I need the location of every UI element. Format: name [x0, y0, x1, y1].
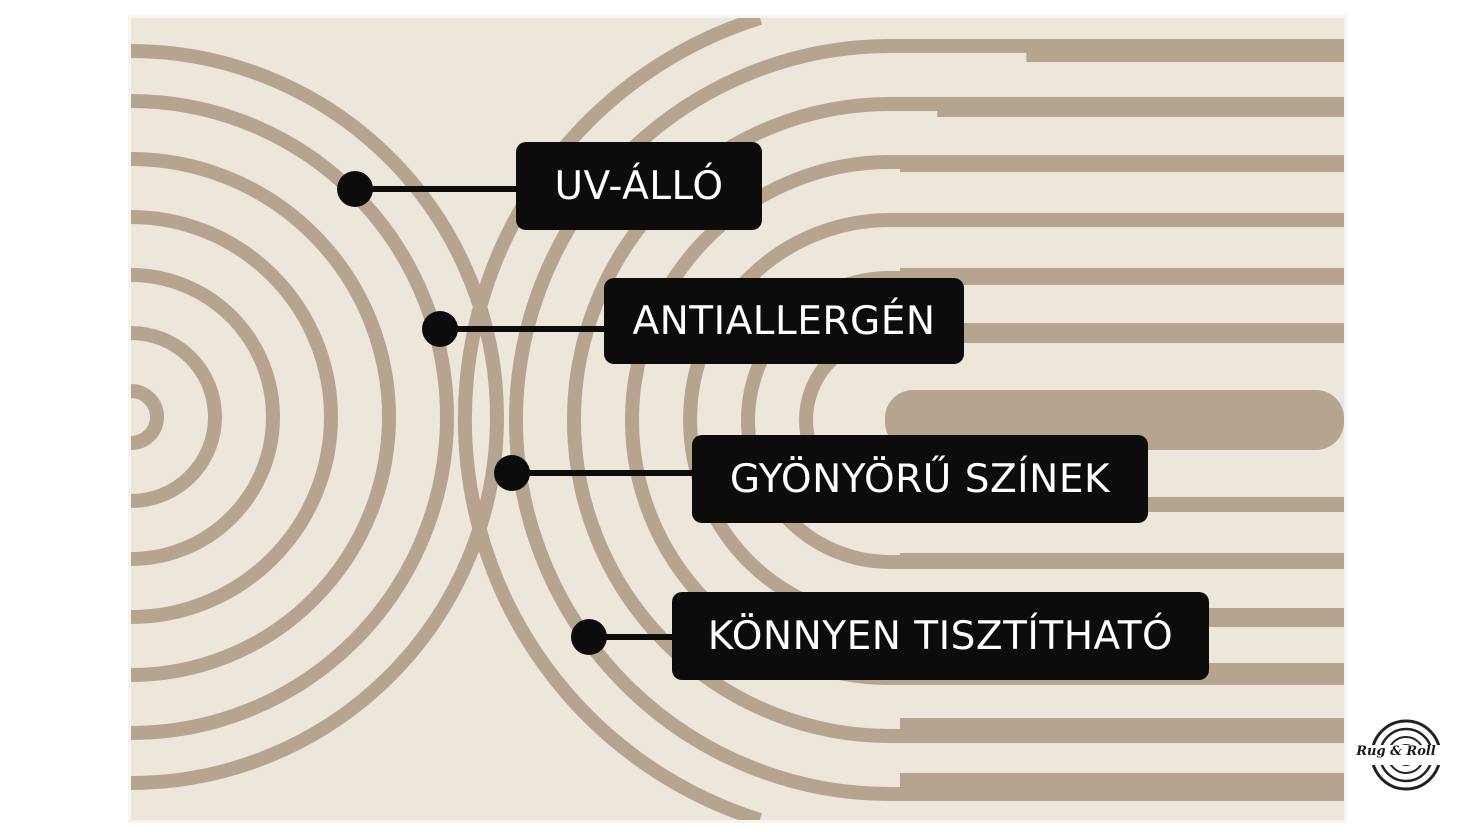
brand-logo: Rug & Roll: [1336, 712, 1456, 798]
callout-line-colors: [512, 470, 693, 476]
callout-beautiful-colors: GYÖNYÖRŰ SZÍNEK: [692, 435, 1148, 523]
callout-line-antiallergen: [440, 326, 605, 332]
rug-left-arc: [131, 44, 504, 790]
callout-line-uv: [355, 186, 517, 192]
callout-antiallergenic: ANTIALLERGÉN: [604, 278, 964, 364]
callout-uv-resistant: UV-ÁLLÓ: [516, 142, 762, 230]
rug-left-arc: [131, 94, 454, 740]
rug-track-line: [567, 97, 1344, 743]
callout-line-clean: [589, 634, 673, 640]
logo-wordmark: Rug & Roll: [1356, 744, 1436, 759]
rug-track-line: [509, 39, 1344, 801]
rug-left-arc: [131, 152, 396, 682]
rug-outer-arc: [457, 18, 763, 820]
rug-left-arc: [131, 268, 280, 566]
callout-easy-to-clean: KÖNNYEN TISZTÍTHATÓ: [672, 592, 1209, 680]
rug-left-arc: [131, 210, 338, 624]
rug-left-arc: [131, 384, 164, 450]
rug-roll-swirl-icon: [1352, 719, 1456, 798]
rug-left-arc: [131, 326, 222, 508]
